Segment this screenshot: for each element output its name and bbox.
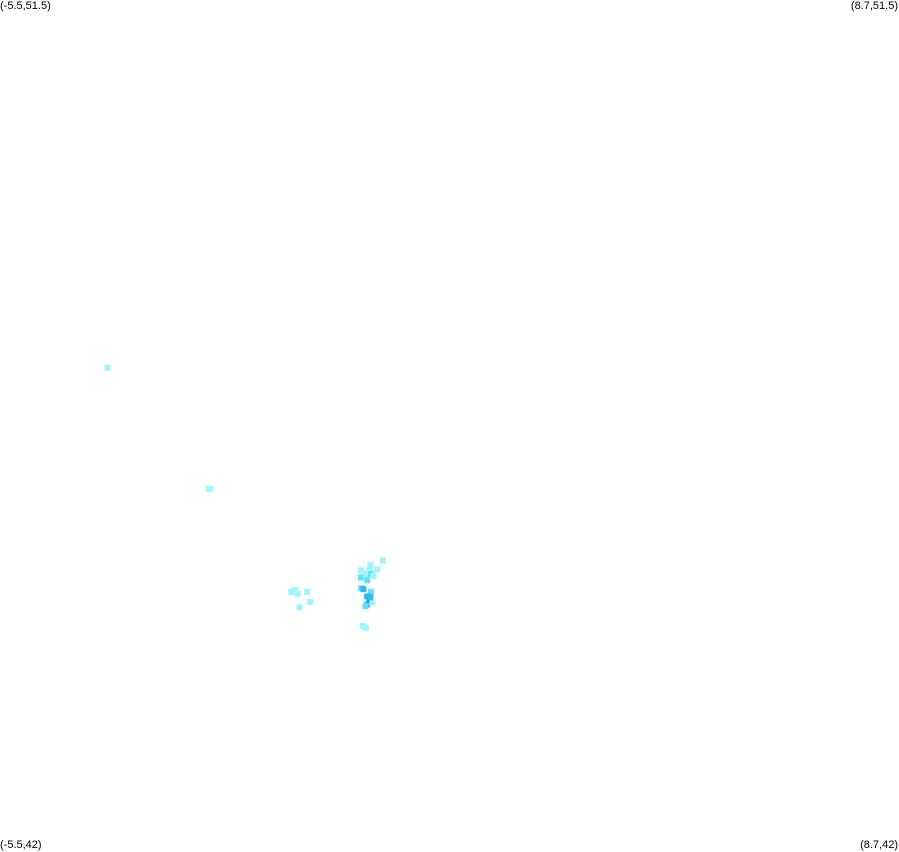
density-cell [207,485,214,492]
density-cell [366,567,373,574]
density-cell [370,572,377,579]
density-cell [361,571,368,577]
density-cell [362,624,369,631]
density-cell [104,364,111,371]
density-cell [362,603,369,610]
density-cell [360,586,367,593]
density-cell [364,593,371,600]
density-cell [357,567,364,574]
density-cell [359,623,366,629]
density-cell [307,598,314,605]
density-cell [296,604,303,611]
corner-label-top-left: (-5.5,51.5) [0,0,51,12]
density-cells [104,364,386,631]
density-cell [367,594,374,601]
density-cell [294,590,301,597]
density-cell [380,557,386,564]
corner-label-bottom-left: (-5.5,42) [0,839,42,851]
density-cell [369,599,376,606]
density-cell [357,574,364,581]
density-cell [292,587,298,594]
density-cell [304,588,311,595]
density-cell [367,562,374,568]
density-cell [374,566,381,573]
density-cell [368,588,374,595]
corner-label-bottom-right: (8.7,42) [860,839,898,851]
corner-label-top-right: (8.7,51.5) [850,0,898,12]
density-cell [288,588,295,595]
density-cell [364,577,371,584]
